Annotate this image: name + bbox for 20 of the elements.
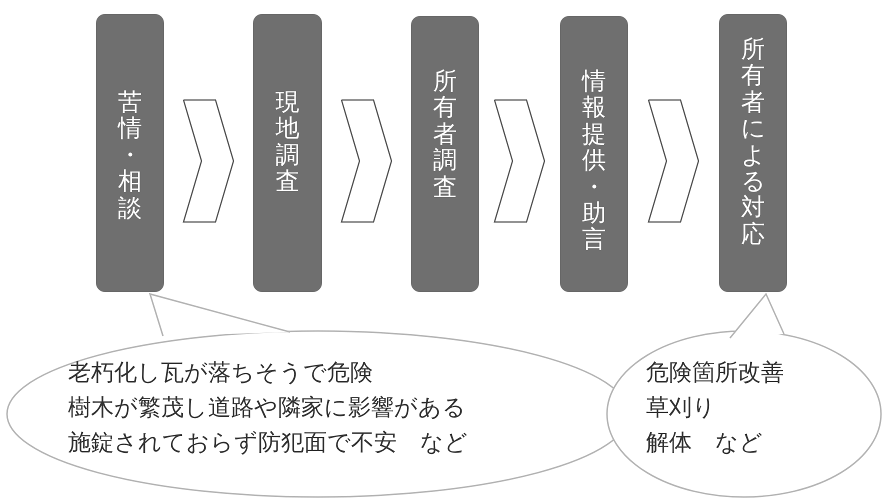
chevron-arrow [648,99,700,223]
chevron-arrow [494,99,546,223]
step-label: 所有者調査 [433,68,457,200]
chevron-arrow [182,99,234,223]
bubble-text: 危険箇所改善 [646,360,784,388]
bubble-text: 草刈り [646,395,716,423]
bubble-text: 施錠されておらず防犯面で不安 など [68,430,468,458]
process-box [560,16,628,292]
process-box [253,14,322,292]
step-label: 苦情・相談 [118,89,142,221]
process-box [96,14,164,292]
process-box [411,16,479,292]
step-label: 現地調査 [276,89,300,195]
bubble-text: 老朽化し瓦が落ちそうで危険 [68,360,373,388]
bubble-text: 解体 など [646,430,763,458]
process-box [719,14,787,292]
bubble-text: 樹木が繁茂し道路や隣家に影響がある [68,395,466,423]
step-label: 情報提供・助言 [582,68,606,253]
step-label: 所有者による対応 [741,36,765,248]
chevron-arrow [340,99,392,223]
